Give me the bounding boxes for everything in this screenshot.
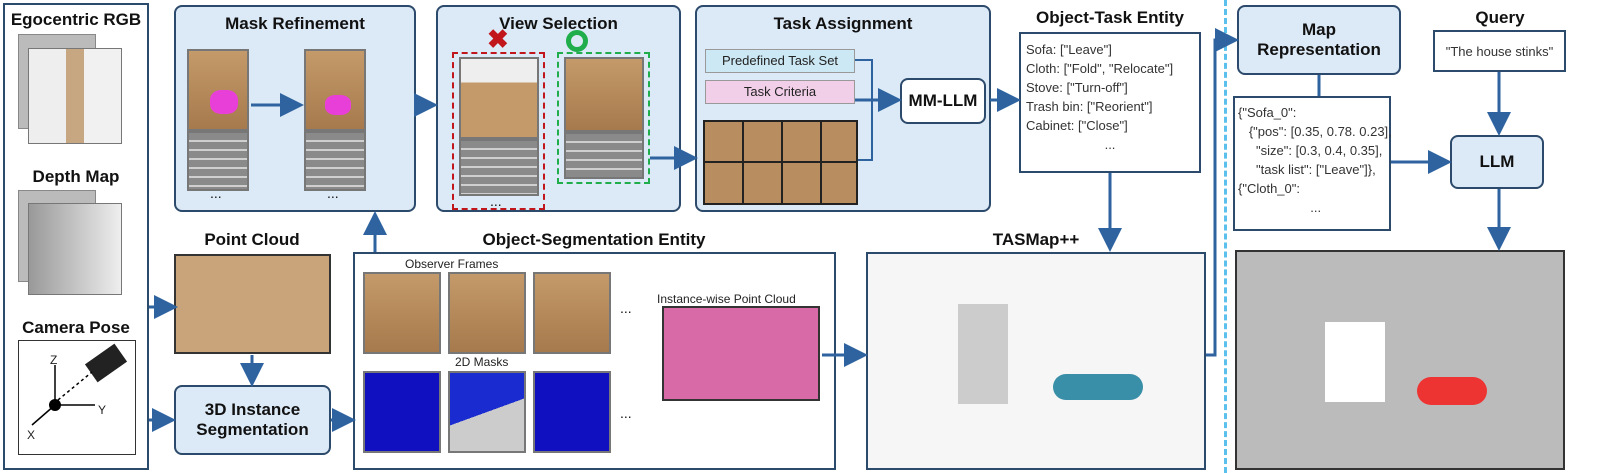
axis-x: X bbox=[27, 428, 36, 442]
connector bbox=[855, 59, 873, 161]
task-assignment-title: Task Assignment bbox=[773, 14, 913, 33]
accept-icon bbox=[566, 30, 588, 52]
json-line: {"pos": [0.35, 0.78. 0.23], bbox=[1238, 124, 1392, 139]
mask-image bbox=[448, 371, 526, 453]
highlighted-rug bbox=[1053, 374, 1143, 400]
rejected-view bbox=[452, 52, 545, 210]
task-line: Cloth: ["Fold", "Relocate"] bbox=[1026, 61, 1174, 76]
tasmap-box bbox=[866, 252, 1206, 470]
task-line: ... bbox=[1104, 137, 1116, 152]
tasmap-title: TASMap++ bbox=[992, 230, 1080, 249]
table bbox=[958, 304, 1008, 404]
observer-frame bbox=[448, 272, 526, 354]
axis-y: Y bbox=[98, 403, 107, 417]
accepted-view bbox=[557, 52, 650, 184]
observer-frame bbox=[363, 272, 441, 354]
origin-marker bbox=[49, 399, 61, 411]
mask-list-1 bbox=[187, 131, 249, 191]
observer-frame bbox=[533, 272, 611, 354]
task-criteria: Task Criteria bbox=[705, 80, 855, 104]
mask-image bbox=[363, 371, 441, 453]
instance-pc-label: Instance-wise Point Cloud bbox=[657, 292, 796, 306]
task-line: Stove: ["Turn-off"] bbox=[1026, 80, 1128, 95]
pink-mask-refined bbox=[325, 95, 351, 115]
section-divider bbox=[1224, 0, 1227, 473]
view-frame-2 bbox=[564, 57, 644, 132]
object-task-entity-title: Object-Task Entity bbox=[1036, 8, 1184, 27]
pose-label: Camera Pose bbox=[22, 318, 130, 337]
rgb-label: Egocentric RGB bbox=[10, 10, 142, 29]
predefined-task-set: Predefined Task Set bbox=[705, 49, 855, 73]
task-line: Cabinet: ["Close"] bbox=[1026, 118, 1128, 133]
query-title: Query bbox=[1475, 8, 1525, 27]
view-list-2 bbox=[564, 132, 644, 179]
json-line: "size": [0.3, 0.4, 0.35], bbox=[1238, 143, 1383, 158]
json-line: "task list": ["Leave"]}, bbox=[1238, 162, 1376, 177]
json-line: ... bbox=[1238, 200, 1322, 215]
instance-pc-image bbox=[662, 306, 820, 401]
mask-image bbox=[533, 371, 611, 453]
map-json-box: {"Sofa_0": {"pos": [0.35, 0.78. 0.23], "… bbox=[1233, 96, 1392, 231]
view-frame-1 bbox=[459, 57, 539, 139]
axis-z: Z bbox=[50, 353, 58, 367]
axes-icon bbox=[31, 365, 95, 426]
task-line: Sofa: ["Leave"] bbox=[1026, 42, 1112, 57]
depth-label: Depth Map bbox=[32, 167, 120, 186]
task-line: Trash bin: ["Reorient"] bbox=[1026, 99, 1153, 114]
instance-segmentation-box: 3D Instance Segmentation bbox=[174, 385, 331, 455]
highlighted-rug bbox=[1417, 377, 1487, 405]
json-line: {"Cloth_0": bbox=[1238, 181, 1300, 196]
ellipsis: ... bbox=[210, 185, 222, 201]
ellipsis: ... bbox=[490, 193, 502, 209]
image-grid-divider bbox=[703, 161, 858, 163]
mask-frame-2 bbox=[304, 49, 366, 131]
view-selection-title: View Selection bbox=[499, 14, 618, 33]
json-line: {"Sofa_0": bbox=[1238, 105, 1297, 120]
query-box: "The house stinks" bbox=[1433, 30, 1566, 72]
table bbox=[1325, 322, 1385, 402]
ellipsis: ... bbox=[620, 405, 632, 421]
point-cloud-title: Point Cloud bbox=[204, 230, 300, 249]
mm-llm-box: MM-LLM bbox=[900, 78, 986, 124]
depth-image bbox=[28, 203, 122, 295]
query-text: "The house stinks" bbox=[1445, 43, 1554, 59]
view-list-1 bbox=[459, 139, 539, 196]
ellipsis: ... bbox=[327, 185, 339, 201]
reject-icon: ✖ bbox=[487, 24, 509, 54]
mask-list-2 bbox=[304, 131, 366, 191]
mask-refinement-title: Mask Refinement bbox=[225, 14, 365, 33]
object-task-entity-box: Sofa: ["Leave"] Cloth: ["Fold", "Relocat… bbox=[1019, 32, 1201, 173]
arrow bbox=[1206, 28, 1239, 357]
masks-label: 2D Masks bbox=[455, 355, 509, 369]
rgb-image bbox=[28, 48, 122, 144]
result-map bbox=[1235, 250, 1565, 470]
ose-title: Object-Segmentation Entity bbox=[482, 230, 706, 249]
ellipsis: ... bbox=[620, 300, 632, 316]
observer-frames-label: Observer Frames bbox=[405, 257, 499, 271]
pink-mask bbox=[210, 90, 238, 114]
